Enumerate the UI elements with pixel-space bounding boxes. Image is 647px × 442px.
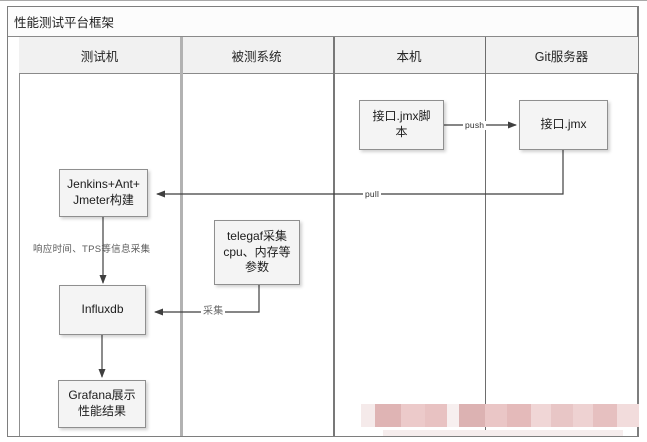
node-jmx-label: 接口.jmx	[540, 117, 587, 132]
diagram-title-bar: 性能测试平台框架	[8, 7, 637, 37]
lane-divider-1	[180, 37, 183, 436]
lane-label-git-server: Git服务器	[534, 49, 589, 64]
watermark-block	[375, 404, 401, 427]
left-margin-divider	[19, 37, 20, 436]
watermark-block	[531, 404, 551, 427]
node-grafana: Grafana展示 性能结果	[58, 380, 146, 428]
node-jenkins: Jenkins+Ant+ Jmeter构建	[59, 169, 148, 217]
lane-label-local-machine: 本机	[396, 49, 422, 64]
lane-label-system-under-test: 被测系统	[231, 49, 282, 64]
edge-label-pull: pull	[363, 189, 382, 199]
node-influxdb: Influxdb	[59, 285, 146, 335]
lane-header-git-server: Git服务器	[485, 37, 638, 74]
lane-divider-2	[333, 37, 335, 436]
watermark-block	[617, 404, 639, 427]
node-telegaf-label: telegaf采集 cpu、内存等 参数	[223, 229, 291, 275]
watermark-block	[593, 404, 617, 427]
watermark-block	[485, 404, 507, 427]
watermark-block	[401, 404, 425, 427]
watermark-block	[425, 404, 447, 427]
watermark-block	[361, 404, 375, 427]
watermark-block	[383, 430, 623, 436]
lane-header-system-under-test: 被测系统	[180, 37, 333, 74]
node-jmx-script-label: 接口.jmx脚 本	[372, 109, 431, 139]
node-influxdb-label: Influxdb	[81, 302, 124, 317]
lane-header-test-machine: 测试机	[19, 37, 180, 74]
watermark-block	[551, 404, 573, 427]
lane-label-test-machine: 测试机	[80, 49, 119, 64]
lane-divider-3	[485, 37, 486, 436]
node-jenkins-label: Jenkins+Ant+ Jmeter构建	[67, 177, 140, 207]
node-grafana-label: Grafana展示 性能结果	[68, 388, 136, 418]
watermark-block	[447, 404, 459, 427]
node-jmx: 接口.jmx	[519, 100, 608, 150]
edge-label-push: push	[463, 120, 487, 130]
watermark-block	[459, 404, 485, 427]
watermark-block	[573, 404, 593, 427]
diagram-frame: 性能测试平台框架 测试机 被测系统 本机 Git服务器	[7, 6, 639, 437]
node-jmx-script: 接口.jmx脚 本	[359, 100, 444, 150]
watermark-block	[507, 404, 531, 427]
lane-header-local-machine: 本机	[333, 37, 485, 74]
node-telegaf: telegaf采集 cpu、内存等 参数	[214, 220, 300, 285]
edge-label-metrics: 响应时间、TPS等信息采集	[33, 244, 151, 255]
edge-label-collect: 采集	[201, 306, 226, 317]
diagram-title: 性能测试平台框架	[14, 16, 115, 30]
